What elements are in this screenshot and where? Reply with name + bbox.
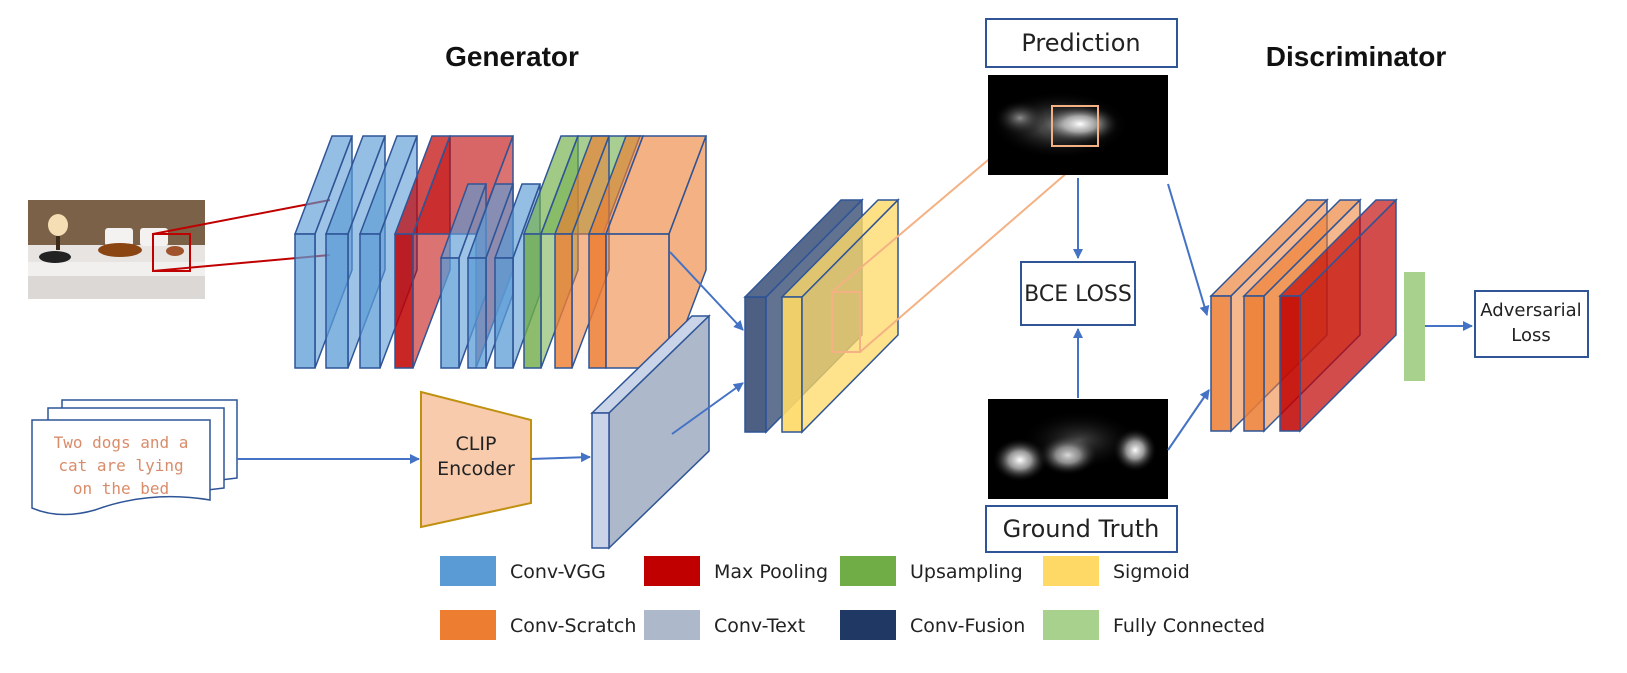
fully-connected-layer xyxy=(1404,272,1425,381)
legend-swatch xyxy=(440,610,496,640)
input-image xyxy=(28,200,205,299)
sigmoid-layer xyxy=(781,296,803,433)
legend-swatch xyxy=(440,556,496,586)
legend-label: Conv-Text xyxy=(714,615,805,637)
arrow-clip-to-conv-text xyxy=(530,452,591,463)
legend-swatch xyxy=(840,610,896,640)
ground-truth-saliency-map xyxy=(988,399,1168,499)
text-input-pages xyxy=(31,399,238,516)
fusion-stack xyxy=(743,198,900,434)
arrow-groundtruth-to-discriminator xyxy=(1167,389,1210,451)
caption-line-2: cat are lying xyxy=(58,456,183,475)
conv-scratch-layer xyxy=(1243,295,1265,432)
conv-scratch-layer xyxy=(605,233,670,369)
max-pooling-layer xyxy=(1299,198,1397,433)
clip-encoder-line-2: Encoder xyxy=(437,458,515,480)
sigmoid-layer xyxy=(801,198,899,434)
prediction-box xyxy=(985,18,1178,68)
arrow-conv-text-to-fusion xyxy=(671,382,744,435)
legend-label: Conv-VGG xyxy=(510,561,606,583)
adversarial-loss-line-2: Loss xyxy=(1511,325,1550,346)
prediction-saliency-map xyxy=(988,75,1168,175)
flow-arrows xyxy=(237,178,1473,464)
clip-encoder-line-1: CLIP xyxy=(456,433,497,455)
legend-label: Sigmoid xyxy=(1113,561,1190,583)
ground-truth-label: Ground Truth xyxy=(1003,515,1160,543)
upsampling-layer xyxy=(523,233,542,369)
conv-scratch-layer xyxy=(1210,295,1232,432)
legend-label: Max Pooling xyxy=(714,561,828,583)
clip-encoder xyxy=(420,390,532,529)
conv-vgg-layer xyxy=(359,233,381,369)
projection-line-bottom xyxy=(859,145,1099,353)
legend-swatch xyxy=(644,556,700,586)
max-pooling-layer xyxy=(394,233,414,369)
conv-scratch-layer xyxy=(588,233,607,369)
conv-scratch-layer xyxy=(554,233,573,369)
conv-vgg-layer xyxy=(494,257,514,369)
legend-swatch xyxy=(644,610,700,640)
adversarial-loss-line-1: Adversarial xyxy=(1480,300,1581,321)
arrow-generator-to-fusion xyxy=(669,251,744,331)
legend-swatch xyxy=(1043,610,1099,640)
caption-line-3: on the bed xyxy=(73,479,169,498)
legend-label: Conv-Fusion xyxy=(910,615,1025,637)
generator-heading: Generator xyxy=(445,41,579,72)
conv-text-layer xyxy=(590,314,711,550)
max-pooling-layer xyxy=(1279,295,1301,432)
legend-label: Upsampling xyxy=(910,561,1023,583)
conv-vgg-layer xyxy=(440,257,460,369)
legend-label: Conv-Scratch xyxy=(510,615,636,637)
conv-vgg-layer xyxy=(467,257,487,369)
caption-line-1: Two dogs and a xyxy=(54,433,189,452)
legend-swatch xyxy=(1043,556,1099,586)
generator-encoder-stack xyxy=(293,135,708,369)
legend: Conv-VGG Max Pooling Upsampling SigmoidConv… xyxy=(440,556,1265,640)
prediction-label: Prediction xyxy=(1021,29,1140,57)
discriminator-heading: Discriminator xyxy=(1266,41,1447,72)
bce-loss-label: BCE LOSS xyxy=(1024,282,1132,307)
ground-truth-box xyxy=(985,505,1178,553)
bce-loss-box xyxy=(1020,261,1136,326)
conv-fusion-layer xyxy=(744,296,767,433)
legend-swatch xyxy=(840,556,896,586)
adversarial-loss-box xyxy=(1474,290,1589,358)
conv-vgg-layer xyxy=(325,233,349,369)
arrow-prediction-to-discriminator xyxy=(1167,183,1210,316)
discriminator-stack xyxy=(1209,198,1398,433)
crop-line-top xyxy=(152,199,331,235)
legend-label: Fully Connected xyxy=(1113,615,1265,637)
conv-vgg-layer xyxy=(294,233,316,369)
